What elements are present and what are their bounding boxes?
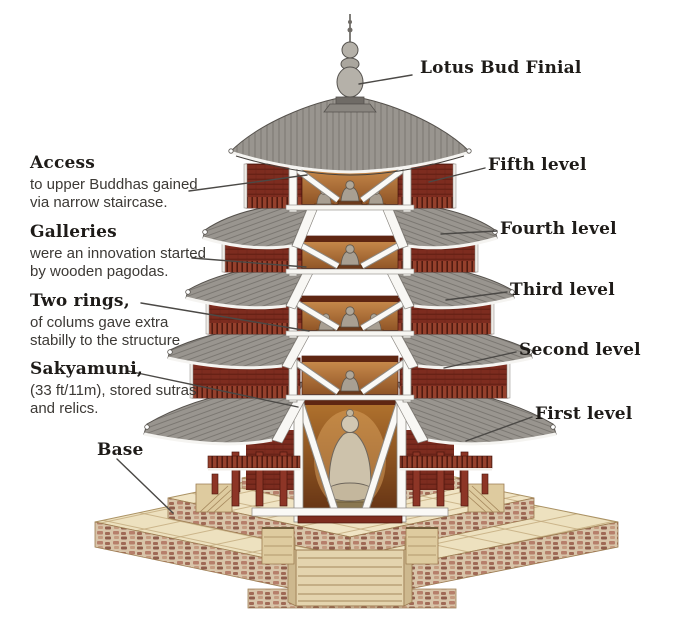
leader-second-level — [443, 351, 517, 369]
lotus-bud-finial — [323, 14, 377, 113]
callout-two-rings-line-1: of colums gave extra — [30, 314, 169, 331]
label-third-level: Third level — [510, 280, 615, 300]
mid-stair-left — [261, 527, 295, 565]
label-fifth-level: Fifth level — [488, 155, 587, 175]
side-stair-left — [195, 483, 233, 513]
callout-access-term: Access — [30, 153, 96, 173]
leader-first-level — [465, 416, 533, 442]
leader-two-rings — [140, 302, 310, 332]
label-lotus-bud-finial: Lotus Bud Finial — [420, 58, 582, 78]
callout-two-rings-line-2: stabilly to the structure — [30, 332, 181, 349]
side-stair-right — [467, 483, 505, 513]
fourth-level-roof — [202, 201, 498, 250]
callout-access: Access to upper Buddhas gained via narro… — [30, 153, 198, 212]
callout-galleries: Galleries were an innovation started by … — [30, 222, 206, 281]
callout-sakyamuni-line-1: (33 ft/11m), stored sutras — [30, 382, 197, 399]
callout-sakyamuni-line-2: and relics. — [30, 400, 99, 417]
leader-sakyamuni — [127, 370, 299, 408]
leader-base — [116, 458, 174, 514]
callout-two-rings-term: Two rings, — [30, 291, 130, 311]
callout-sakyamuni: Sakyamuni, (33 ft/11m), stored sutras an… — [30, 359, 196, 418]
callout-sakyamuni-term: Sakyamuni, — [30, 359, 144, 379]
leader-third-level — [445, 291, 508, 301]
mid-stair-right — [405, 527, 439, 565]
fifth-level-roof — [228, 95, 472, 176]
leader-lotus-bud-finial — [358, 74, 413, 85]
leader-fourth-level — [440, 230, 498, 235]
label-second-level: Second level — [519, 340, 641, 360]
callout-access-line-2: via narrow staircase. — [30, 194, 168, 211]
label-first-level: First level — [535, 404, 633, 424]
callout-galleries-line-1: were an innovation started — [30, 245, 206, 262]
callout-galleries-term: Galleries — [30, 222, 117, 242]
callout-galleries-line-2: by wooden pagodas. — [30, 263, 169, 280]
callout-access-line-1: to upper Buddhas gained — [30, 176, 198, 193]
leader-lines — [116, 74, 533, 514]
leader-galleries — [191, 257, 307, 268]
callout-base: Base — [97, 440, 144, 463]
leader-access — [188, 174, 308, 192]
leader-fifth-level — [428, 167, 486, 183]
callout-base-term: Base — [97, 440, 144, 460]
label-fourth-level: Fourth level — [500, 219, 617, 239]
callout-two-rings: Two rings, of colums gave extra stabilly… — [30, 291, 180, 350]
third-level-roof — [185, 261, 515, 310]
